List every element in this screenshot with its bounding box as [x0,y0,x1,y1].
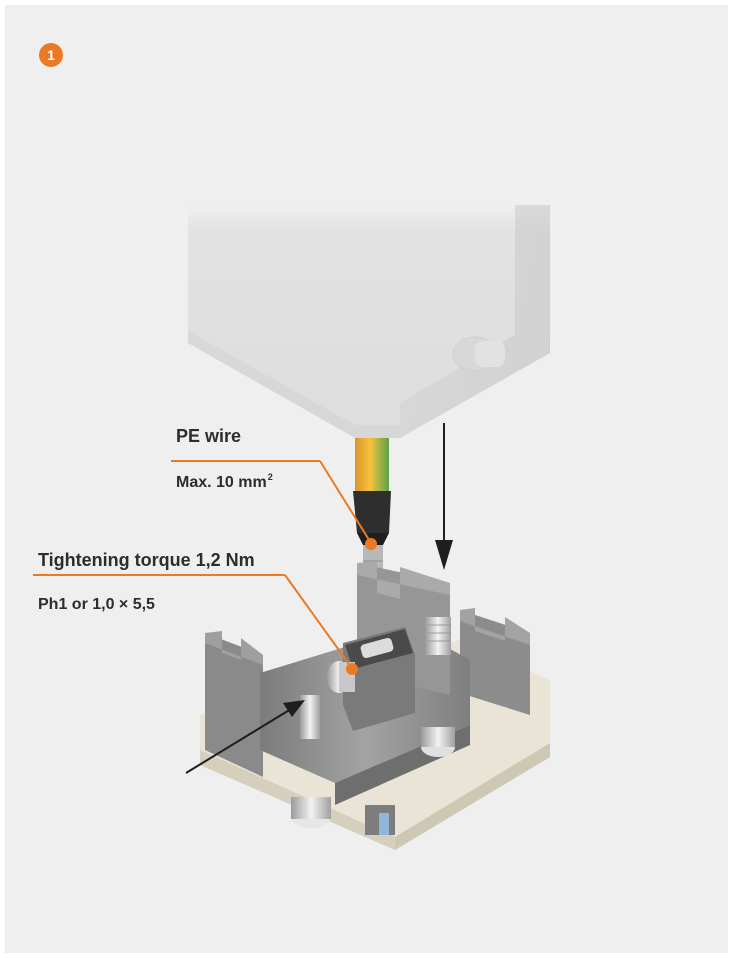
step-number-badge: 1 [39,43,63,67]
screwdriver-arrow [185,700,305,774]
max-cross-section-label: Max. 10 mm2 [176,472,273,492]
screwdriver-size-label: Ph1 or 1,0 × 5,5 [38,596,155,613]
pe-wire-label: PE wire [176,426,242,446]
max-cross-section-value: Max. 10 mm [176,474,267,491]
insertion-arrow [435,423,453,570]
superscript-two: 2 [267,472,273,482]
pe-terminal-illustration [33,205,550,850]
tightening-torque-label: Tightening torque 1,2 Nm [38,550,255,570]
callout-tightening-torque [33,574,358,675]
pe-terminal [200,561,550,850]
callout-pe-wire [171,460,377,550]
connector-hood [188,205,550,438]
diagram-panel: 1 PE wire Max. 10 mm2 Tightening torque … [5,5,728,953]
